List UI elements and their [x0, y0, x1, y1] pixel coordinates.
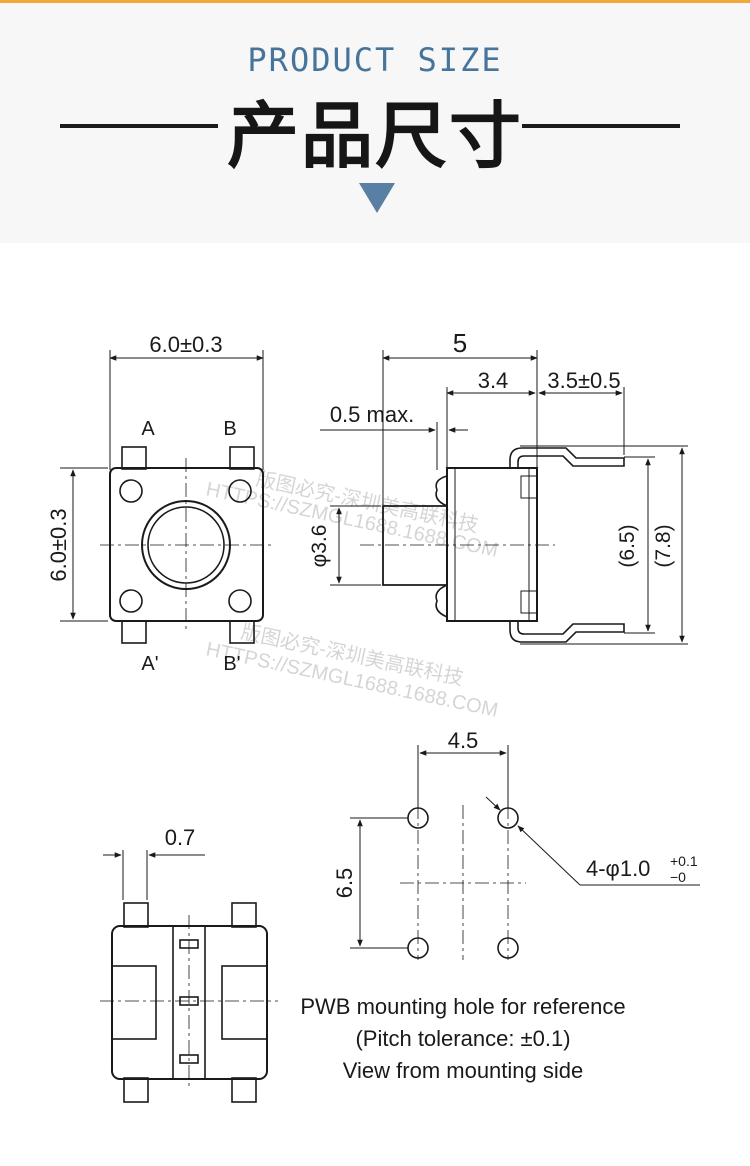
side-outer-height-dim: (7.8) — [652, 524, 675, 567]
section-header: PRODUCT SIZE 产品尺寸 — [0, 3, 750, 243]
pwb-note-line1: PWB mounting hole for reference — [300, 994, 625, 1019]
pwb-pitch-y-dim: 6.5 — [332, 868, 357, 899]
pin-a-prime-label: A' — [141, 653, 158, 675]
pwb-note-line2: (Pitch tolerance: ±0.1) — [355, 1026, 570, 1051]
section-title: 产品尺寸 — [226, 94, 523, 178]
title-rule-left — [60, 124, 218, 128]
top-accent-bar — [0, 0, 750, 3]
title-rule-right — [522, 124, 680, 128]
side-stem-dia-dim: φ3.6 — [308, 525, 331, 568]
top-height-dim: 6.0±0.3 — [46, 508, 71, 581]
pin-b-prime-label: B' — [223, 653, 240, 675]
pin-b-label: B — [223, 418, 236, 440]
side-stem-max-dim: 0.5 max. — [330, 402, 414, 427]
pin-a-label: A — [141, 418, 155, 440]
top-view — [60, 350, 275, 644]
bottom-pin-width-dim: 0.7 — [165, 825, 196, 850]
pwb-hole-spec: 4-φ1.0 — [586, 856, 650, 881]
side-overall-dim: 5 — [453, 328, 467, 358]
side-body-dim: 3.4 — [478, 368, 509, 393]
pwb-hole-tol-minus: −0 — [670, 869, 686, 885]
side-view — [320, 350, 688, 645]
side-inner-height-dim: (6.5) — [616, 524, 639, 567]
section-subtitle: PRODUCT SIZE — [247, 41, 503, 79]
top-width-dim: 6.0±0.3 — [149, 332, 222, 357]
side-lead-dim: 3.5±0.5 — [547, 368, 620, 393]
down-arrow-icon — [359, 183, 395, 213]
pwb-hole-tol-plus: +0.1 — [670, 853, 698, 869]
pwb-pitch-x-dim: 4.5 — [448, 728, 479, 753]
pwb-hole-pattern — [350, 745, 700, 960]
bottom-view — [100, 850, 278, 1103]
pwb-note-line3: View from mounting side — [343, 1058, 584, 1083]
